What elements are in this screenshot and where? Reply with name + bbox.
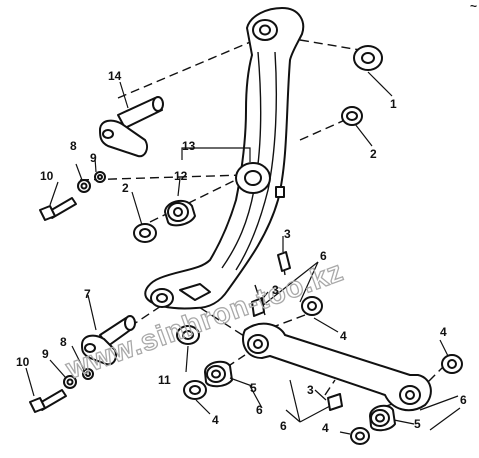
callout-7: 7 <box>84 287 91 301</box>
ring-11 <box>176 325 200 345</box>
callout-9-lower: 9 <box>42 347 49 361</box>
bolt-upper <box>39 171 106 221</box>
callout-4-left: 4 <box>212 413 219 427</box>
ring-1 <box>353 45 383 71</box>
callout-8-upper: 8 <box>70 139 77 153</box>
callout-6-left: 6 <box>256 403 263 417</box>
callout-6-bottom: 6 <box>280 419 287 433</box>
callout-5-right: 5 <box>414 417 421 431</box>
bushing-4-top <box>301 296 323 316</box>
callout-12: 12 <box>174 169 188 183</box>
callout-1: 1 <box>390 97 397 111</box>
bushing-2-upper <box>341 106 363 126</box>
callout-11: 11 <box>158 373 171 387</box>
callout-3-mid: 3 <box>272 283 279 297</box>
callout-10-upper: 10 <box>40 169 54 183</box>
callout-9-upper: 9 <box>90 151 97 165</box>
pivot-pin-upper <box>99 96 164 158</box>
callout-13: 13 <box>182 139 196 153</box>
bushing-5-right <box>369 404 396 432</box>
bushing-5-left <box>204 360 233 388</box>
cross-link <box>242 322 432 412</box>
bolt-lower <box>29 368 94 413</box>
callout-6-right: 6 <box>460 393 467 407</box>
pivot-pin-lower <box>81 315 136 366</box>
callouts: 14 1 2 13 12 2 9 8 10 3 6 3 4 4 7 8 9 10… <box>16 69 467 435</box>
callout-14: 14 <box>108 69 122 83</box>
callout-3-low: 3 <box>307 383 314 397</box>
corner-mark: ~ <box>470 0 477 13</box>
swing-arm <box>144 7 305 310</box>
callout-6-upper: 6 <box>320 249 327 263</box>
grease-fitting-low <box>327 393 343 411</box>
callout-5-left: 5 <box>250 381 257 395</box>
callout-4-bottom: 4 <box>322 421 329 435</box>
callout-8-lower: 8 <box>60 335 67 349</box>
callout-4-right: 4 <box>440 325 447 339</box>
leader-lines <box>25 71 461 435</box>
bushing-4-left <box>183 380 207 400</box>
callout-10-lower: 10 <box>16 355 30 369</box>
callout-4-top: 4 <box>340 329 347 343</box>
bushing-4-bottom <box>350 427 370 445</box>
callout-2-lower: 2 <box>122 181 129 195</box>
bushing-4-right <box>441 354 463 374</box>
grease-fitting-upper <box>277 251 291 272</box>
bushing-12 <box>164 199 196 227</box>
callout-2-upper: 2 <box>370 147 377 161</box>
callout-3-upper: 3 <box>284 227 291 241</box>
grease-fitting-mid <box>251 297 265 317</box>
bushing-2-lower <box>133 223 157 243</box>
